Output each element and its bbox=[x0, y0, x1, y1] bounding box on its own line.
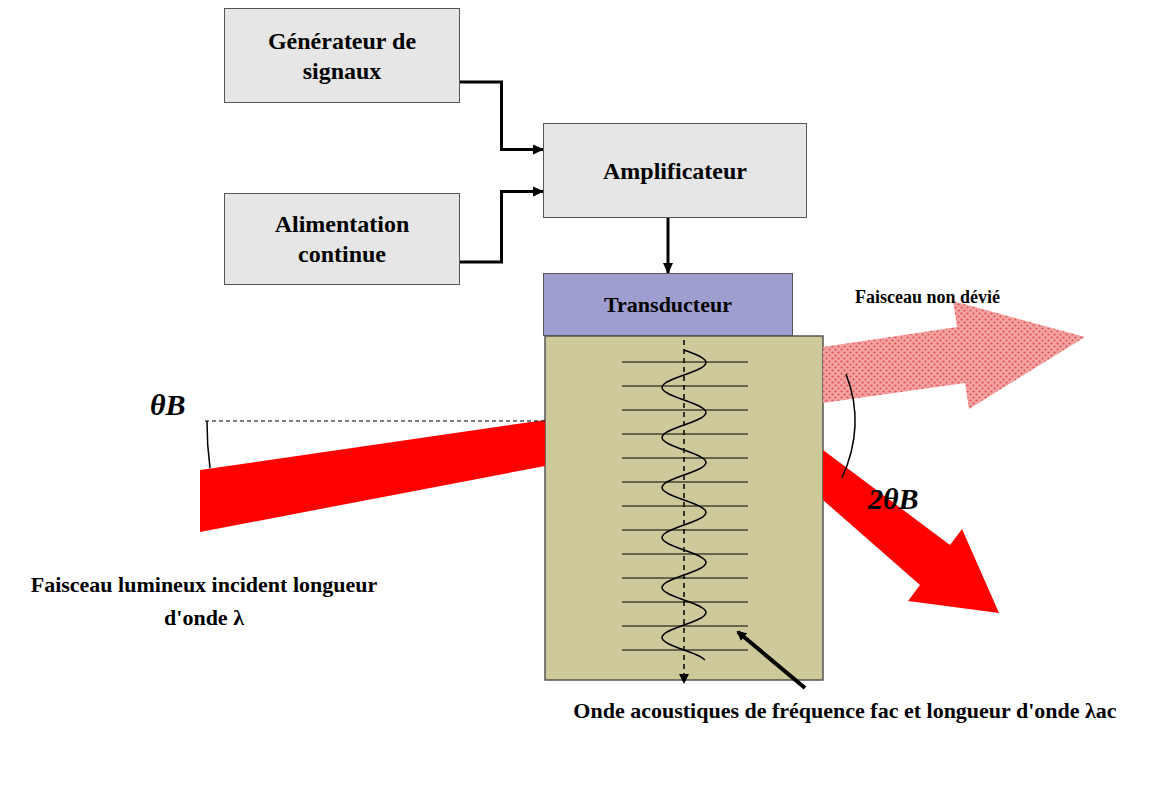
wavefront-line bbox=[622, 578, 748, 579]
acoustic-wave bbox=[622, 350, 748, 660]
box-label: Alimentation continue bbox=[236, 209, 448, 269]
deflected-beam bbox=[823, 450, 999, 613]
wavefront-line bbox=[622, 434, 748, 435]
angle-arc bbox=[207, 421, 210, 468]
wavefront-line bbox=[622, 506, 748, 507]
wavefront-line bbox=[622, 602, 748, 603]
box-label: Générateur de signaux bbox=[236, 26, 448, 86]
instrument-box: Générateur de signaux bbox=[224, 8, 460, 103]
reference-line bbox=[205, 420, 545, 421]
wavefront-line bbox=[622, 362, 748, 363]
undeviated-beam bbox=[823, 301, 1085, 409]
signal-connector bbox=[460, 82, 543, 150]
leader-arrow bbox=[738, 632, 805, 688]
signal-connector bbox=[667, 218, 670, 273]
amplifier-box: Amplificateur bbox=[543, 123, 807, 218]
wavefront-line bbox=[622, 650, 748, 651]
angle-label: 2θB bbox=[868, 476, 958, 521]
wavefront-line bbox=[622, 626, 748, 627]
wavefront-line bbox=[622, 458, 748, 459]
signal-connector bbox=[460, 191, 543, 262]
wavefront-line bbox=[622, 530, 748, 531]
wave-label: Onde acoustiques de fréquence fac et lon… bbox=[560, 694, 1130, 727]
angle-arc bbox=[842, 374, 855, 478]
wavefront-line bbox=[622, 386, 748, 387]
transducer-box: Transducteur bbox=[543, 273, 793, 336]
wavefront-line bbox=[622, 554, 748, 555]
wavefront-line bbox=[622, 482, 748, 483]
box-label: Transducteur bbox=[604, 291, 732, 319]
propagation-axis bbox=[683, 340, 685, 682]
instrument-box: Alimentation continue bbox=[224, 193, 460, 285]
incident-beam bbox=[200, 420, 545, 532]
wavefront-line bbox=[622, 410, 748, 411]
beam-label: Faisceau lumineux incident longueur d'on… bbox=[4, 568, 404, 634]
angle-label: θB bbox=[150, 382, 210, 427]
beam-label: Faisceau non dévié bbox=[855, 284, 1145, 311]
box-label: Amplificateur bbox=[603, 156, 747, 186]
